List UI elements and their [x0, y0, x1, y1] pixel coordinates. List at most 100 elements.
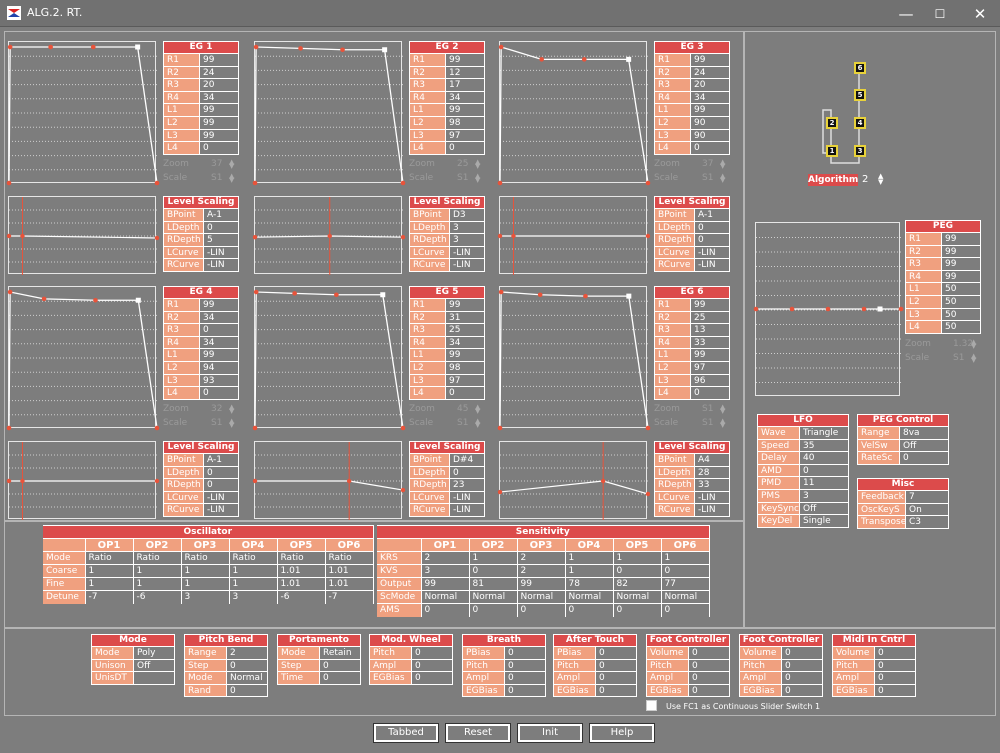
cell-value[interactable]: 3	[229, 590, 278, 604]
param-value[interactable]: 0	[200, 142, 238, 154]
sustain-handle[interactable]	[626, 56, 632, 62]
envelope-point[interactable]	[583, 293, 588, 299]
cell-value[interactable]: 99	[517, 577, 566, 591]
scale-spinner-icon[interactable]: ▲▼	[229, 417, 235, 429]
envelope-point[interactable]	[48, 44, 53, 50]
param-value[interactable]: 50	[942, 308, 980, 321]
param-value[interactable]: 0	[875, 684, 915, 697]
scaling-point[interactable]	[645, 233, 651, 239]
sustain-handle[interactable]	[380, 292, 386, 298]
cell-value[interactable]: 1	[565, 551, 614, 565]
param-value[interactable]	[134, 672, 174, 684]
cell-value[interactable]: Ratio	[325, 551, 374, 565]
param-value[interactable]: Off	[134, 659, 174, 672]
cell-value[interactable]: 1	[133, 577, 182, 591]
param-value[interactable]: 0	[505, 647, 545, 659]
param-value[interactable]: 99	[446, 349, 484, 361]
cell-value[interactable]: 1.01	[325, 564, 374, 578]
envelope-point[interactable]	[154, 425, 160, 431]
param-value[interactable]: 0	[875, 647, 915, 659]
param-value[interactable]: 3	[450, 221, 484, 234]
param-value[interactable]: D#4	[450, 454, 484, 466]
envelope-point[interactable]	[498, 44, 504, 50]
param-value[interactable]: 28	[695, 466, 729, 479]
zoom-spinner-icon[interactable]: ▲▼	[475, 403, 481, 415]
param-value[interactable]: 0	[227, 659, 267, 672]
envelope-point[interactable]	[6, 425, 12, 431]
scale-spinner-icon[interactable]: ▲▼	[229, 172, 235, 184]
param-value[interactable]: 0	[450, 466, 484, 479]
algorithm-op-5[interactable]: 5	[854, 89, 866, 101]
cell-value[interactable]: Ratio	[277, 551, 326, 565]
param-value[interactable]: 0	[689, 684, 729, 697]
algorithm-value[interactable]: 2	[862, 174, 869, 185]
param-value[interactable]: 0	[900, 452, 948, 464]
envelope-point[interactable]	[252, 180, 258, 186]
param-value[interactable]: -LIN	[695, 504, 729, 516]
param-value[interactable]: 34	[446, 336, 484, 349]
scale-value[interactable]: S1	[457, 418, 469, 428]
cell-value[interactable]: 1	[85, 564, 134, 578]
param-value[interactable]: On	[906, 503, 948, 516]
cell-value[interactable]: Normal	[661, 590, 710, 604]
param-value[interactable]: -LIN	[450, 246, 484, 259]
param-value[interactable]: 25	[446, 324, 484, 336]
scaling-point[interactable]	[327, 233, 332, 239]
param-value[interactable]: 0	[227, 684, 267, 697]
envelope-point[interactable]	[6, 180, 12, 186]
param-value[interactable]: 0	[596, 659, 636, 672]
peg-point[interactable]	[825, 306, 831, 312]
param-value[interactable]: 12	[446, 66, 484, 79]
reset-button[interactable]: Reset	[445, 723, 511, 743]
param-value[interactable]: A-1	[695, 209, 729, 221]
scaling-point[interactable]	[346, 478, 352, 484]
param-value[interactable]: 0	[412, 672, 452, 684]
cell-value[interactable]: 3	[421, 564, 470, 578]
param-value[interactable]: 0	[875, 659, 915, 672]
scale-spinner-icon[interactable]: ▲▼	[475, 172, 481, 184]
param-value[interactable]: 0	[446, 387, 484, 399]
cell-value[interactable]: 0	[613, 603, 662, 617]
envelope-point[interactable]	[537, 292, 543, 298]
param-value[interactable]: Triangle	[800, 427, 848, 439]
scaling-point[interactable]	[20, 233, 25, 239]
envelope-point[interactable]	[340, 47, 345, 53]
param-value[interactable]: 33	[695, 479, 729, 491]
help-button[interactable]: Help	[589, 723, 655, 743]
cell-value[interactable]: Normal	[421, 590, 470, 604]
param-value[interactable]: -LIN	[450, 504, 484, 516]
zoom-spinner-icon[interactable]: ▲▼	[475, 158, 481, 170]
envelope-point[interactable]	[539, 57, 544, 62]
cell-value[interactable]: 0	[469, 603, 518, 617]
eg-graph-3[interactable]	[497, 41, 651, 186]
algorithm-op-3[interactable]: 3	[854, 145, 866, 157]
param-value[interactable]: Poly	[134, 647, 174, 659]
param-value[interactable]: 34	[200, 336, 238, 349]
eg-graph-2[interactable]	[252, 41, 406, 186]
scaling-point[interactable]	[20, 478, 25, 484]
sustain-handle[interactable]	[135, 44, 141, 50]
envelope-point[interactable]	[93, 297, 98, 303]
scale-spinner-icon[interactable]: ▲▼	[475, 417, 481, 429]
zoom-value[interactable]: 37	[211, 159, 223, 169]
param-value[interactable]: 0	[412, 647, 452, 659]
param-value[interactable]: 0	[596, 672, 636, 684]
zoom-value[interactable]: 1.32	[953, 339, 974, 349]
param-value[interactable]: 93	[200, 374, 238, 387]
sustain-handle[interactable]	[135, 297, 141, 303]
param-value[interactable]: 0	[596, 684, 636, 697]
param-value[interactable]: 99	[446, 104, 484, 116]
param-value[interactable]: 99	[200, 129, 238, 142]
cell-value[interactable]: 1	[181, 577, 230, 591]
param-value[interactable]: 0	[691, 142, 729, 154]
envelope-point[interactable]	[7, 289, 13, 295]
cell-value[interactable]: 1	[565, 564, 614, 578]
cell-value[interactable]: 1	[229, 577, 278, 591]
envelope-point[interactable]	[645, 425, 651, 431]
param-value[interactable]: 34	[691, 91, 729, 104]
eg-graph-4[interactable]	[6, 286, 160, 431]
param-value[interactable]: 99	[200, 104, 238, 116]
param-value[interactable]: 0	[204, 221, 238, 234]
cell-value[interactable]: 77	[661, 577, 710, 591]
scaling-point[interactable]	[600, 478, 606, 484]
